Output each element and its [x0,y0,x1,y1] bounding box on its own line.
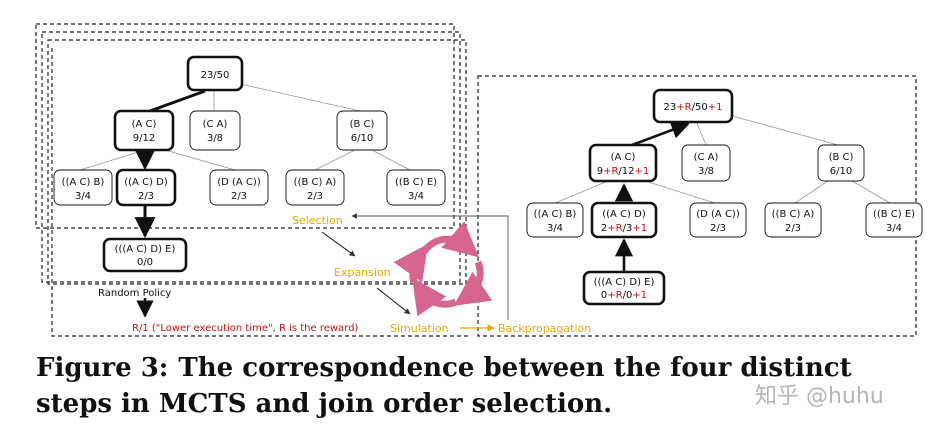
svg-text:(A C): (A C) [611,152,636,163]
arrow-expansion-simulation [376,287,411,315]
svg-text:2/3: 2/3 [307,191,323,202]
svg-text:((A C) D): ((A C) D) [602,209,646,220]
right-node-acd: ((A C) D) 2+R/3+1 [590,201,658,239]
svg-text:3/4: 3/4 [886,223,902,234]
svg-text:((A C) D): ((A C) D) [124,177,168,188]
r-edge-root-ca [695,120,707,146]
cycle-icon [393,221,493,317]
svg-text:(C A): (C A) [203,119,228,130]
left-node-dac: (D (A C)) 2/3 [209,169,269,206]
svg-text:3/8: 3/8 [698,166,714,177]
svg-text:6/10: 6/10 [830,166,852,177]
svg-text:(D (A C)): (D (A C)) [696,209,740,220]
svg-text:2/3: 2/3 [785,223,801,234]
step-selection: Selection [292,214,343,227]
frame-simulation [51,48,470,337]
svg-text:((B C) A): ((B C) A) [772,209,815,220]
right-node-ca: (C A) 3/8 [681,144,731,182]
right-node-bca: ((B C) A) 2/3 [764,202,822,238]
svg-text:3/4: 3/4 [547,223,563,234]
svg-text:((B C) E): ((B C) E) [873,209,915,220]
svg-text:2/3: 2/3 [138,191,154,202]
left-node-ac: (A C) 9/12 [113,109,175,152]
svg-text:9+R/12+1: 9+R/12+1 [597,166,650,177]
svg-text:(B C): (B C) [829,152,854,163]
caption-text: The correspondence between the four dist… [36,353,852,419]
r-edge-ac-dac [644,180,716,204]
right-node-bce: ((B C) E) 3/4 [865,202,923,238]
arrow-backprop-selection [351,213,509,320]
left-node-acde: (((A C) D) E) 0/0 [102,237,188,273]
svg-text:(((A C) D) E): (((A C) D) E) [115,244,176,255]
edge-bc-bca [314,149,356,171]
left-node-root: 23/50 [186,55,244,92]
arrow-selection-expansion [321,231,356,257]
svg-text:3/4: 3/4 [408,191,424,202]
mcts-diagram: 23/50 (A C) 9/12 (C A) 3/8 (B C) 6/10 ((… [35,23,923,337]
svg-text:2/3: 2/3 [710,223,726,234]
svg-text:2/3: 2/3 [231,191,247,202]
frame-selection [35,23,455,229]
r-edge-bc-bca [794,180,829,204]
watermark: 知乎 @huhu [755,384,884,409]
svg-text:6/10: 6/10 [351,133,373,144]
svg-text:3/4: 3/4 [75,191,91,202]
svg-text:(A C): (A C) [132,119,157,130]
svg-text:((B C) A): ((B C) A) [294,177,337,188]
edge-ac-acb [79,149,146,171]
r-edge-ac-root [631,121,690,147]
right-node-acde: (((A C) D) E) 0+R/0+1 [582,270,666,306]
left-node-bc: (B C) 6/10 [336,110,388,151]
r-edge-root-bc [724,113,839,146]
edge-ac-dac [164,149,236,171]
svg-text:((A C) B): ((A C) B) [534,209,577,220]
right-node-dac: (D (A C)) 2/3 [689,202,747,238]
left-node-ca: (C A) 3/8 [189,110,241,151]
step-expansion: Expansion [334,266,391,279]
left-node-acd: ((A C) D) 2/3 [115,168,177,207]
right-node-ac: (A C) 9+R/12+1 [588,143,658,183]
svg-text:9/12: 9/12 [133,133,155,144]
svg-text:((A C) B): ((A C) B) [62,177,105,188]
r-edge-bc-bce [851,180,891,204]
left-node-bce: ((B C) E) 3/4 [386,169,446,206]
right-node-root: 23+R/50+1 [652,88,734,124]
right-node-bc: (B C) 6/10 [817,144,865,182]
svg-text:0/0: 0/0 [137,257,153,268]
edge-root-bc [239,83,361,112]
svg-text:(B C): (B C) [350,119,375,130]
edge-bc-bce [371,149,411,171]
step-simulation: Simulation [390,322,449,335]
svg-text:23/50: 23/50 [201,70,230,81]
svg-text:(((A C) D) E): (((A C) D) E) [594,277,655,288]
svg-text:0+R/0+1: 0+R/0+1 [601,290,647,301]
caption-label: Figure 3: [36,353,169,383]
left-node-bca: ((B C) A) 2/3 [285,169,345,206]
frame-rollout [47,39,467,285]
svg-text:3/8: 3/8 [207,133,223,144]
frame-expansion [41,31,461,283]
reward-note: R/1 ("Lower execution time", R is the re… [132,323,358,334]
svg-text:(D (A C)): (D (A C)) [217,177,261,188]
step-backpropagation: Backpropagation [498,322,591,335]
svg-text:23+R/50+1: 23+R/50+1 [664,102,723,113]
svg-text:((B C) E): ((B C) E) [395,177,437,188]
svg-text:(C A): (C A) [694,152,719,163]
right-node-acb: ((A C) B) 3/4 [526,202,584,238]
figure-caption: Figure 3:The correspondence between the … [36,350,896,422]
r-edge-ac-acb [554,180,609,204]
edge-root-ac [149,89,206,113]
left-node-acb: ((A C) B) 3/4 [53,169,113,206]
random-policy-label: Random Policy [98,288,171,299]
svg-text:2+R/3+1: 2+R/3+1 [601,223,647,234]
